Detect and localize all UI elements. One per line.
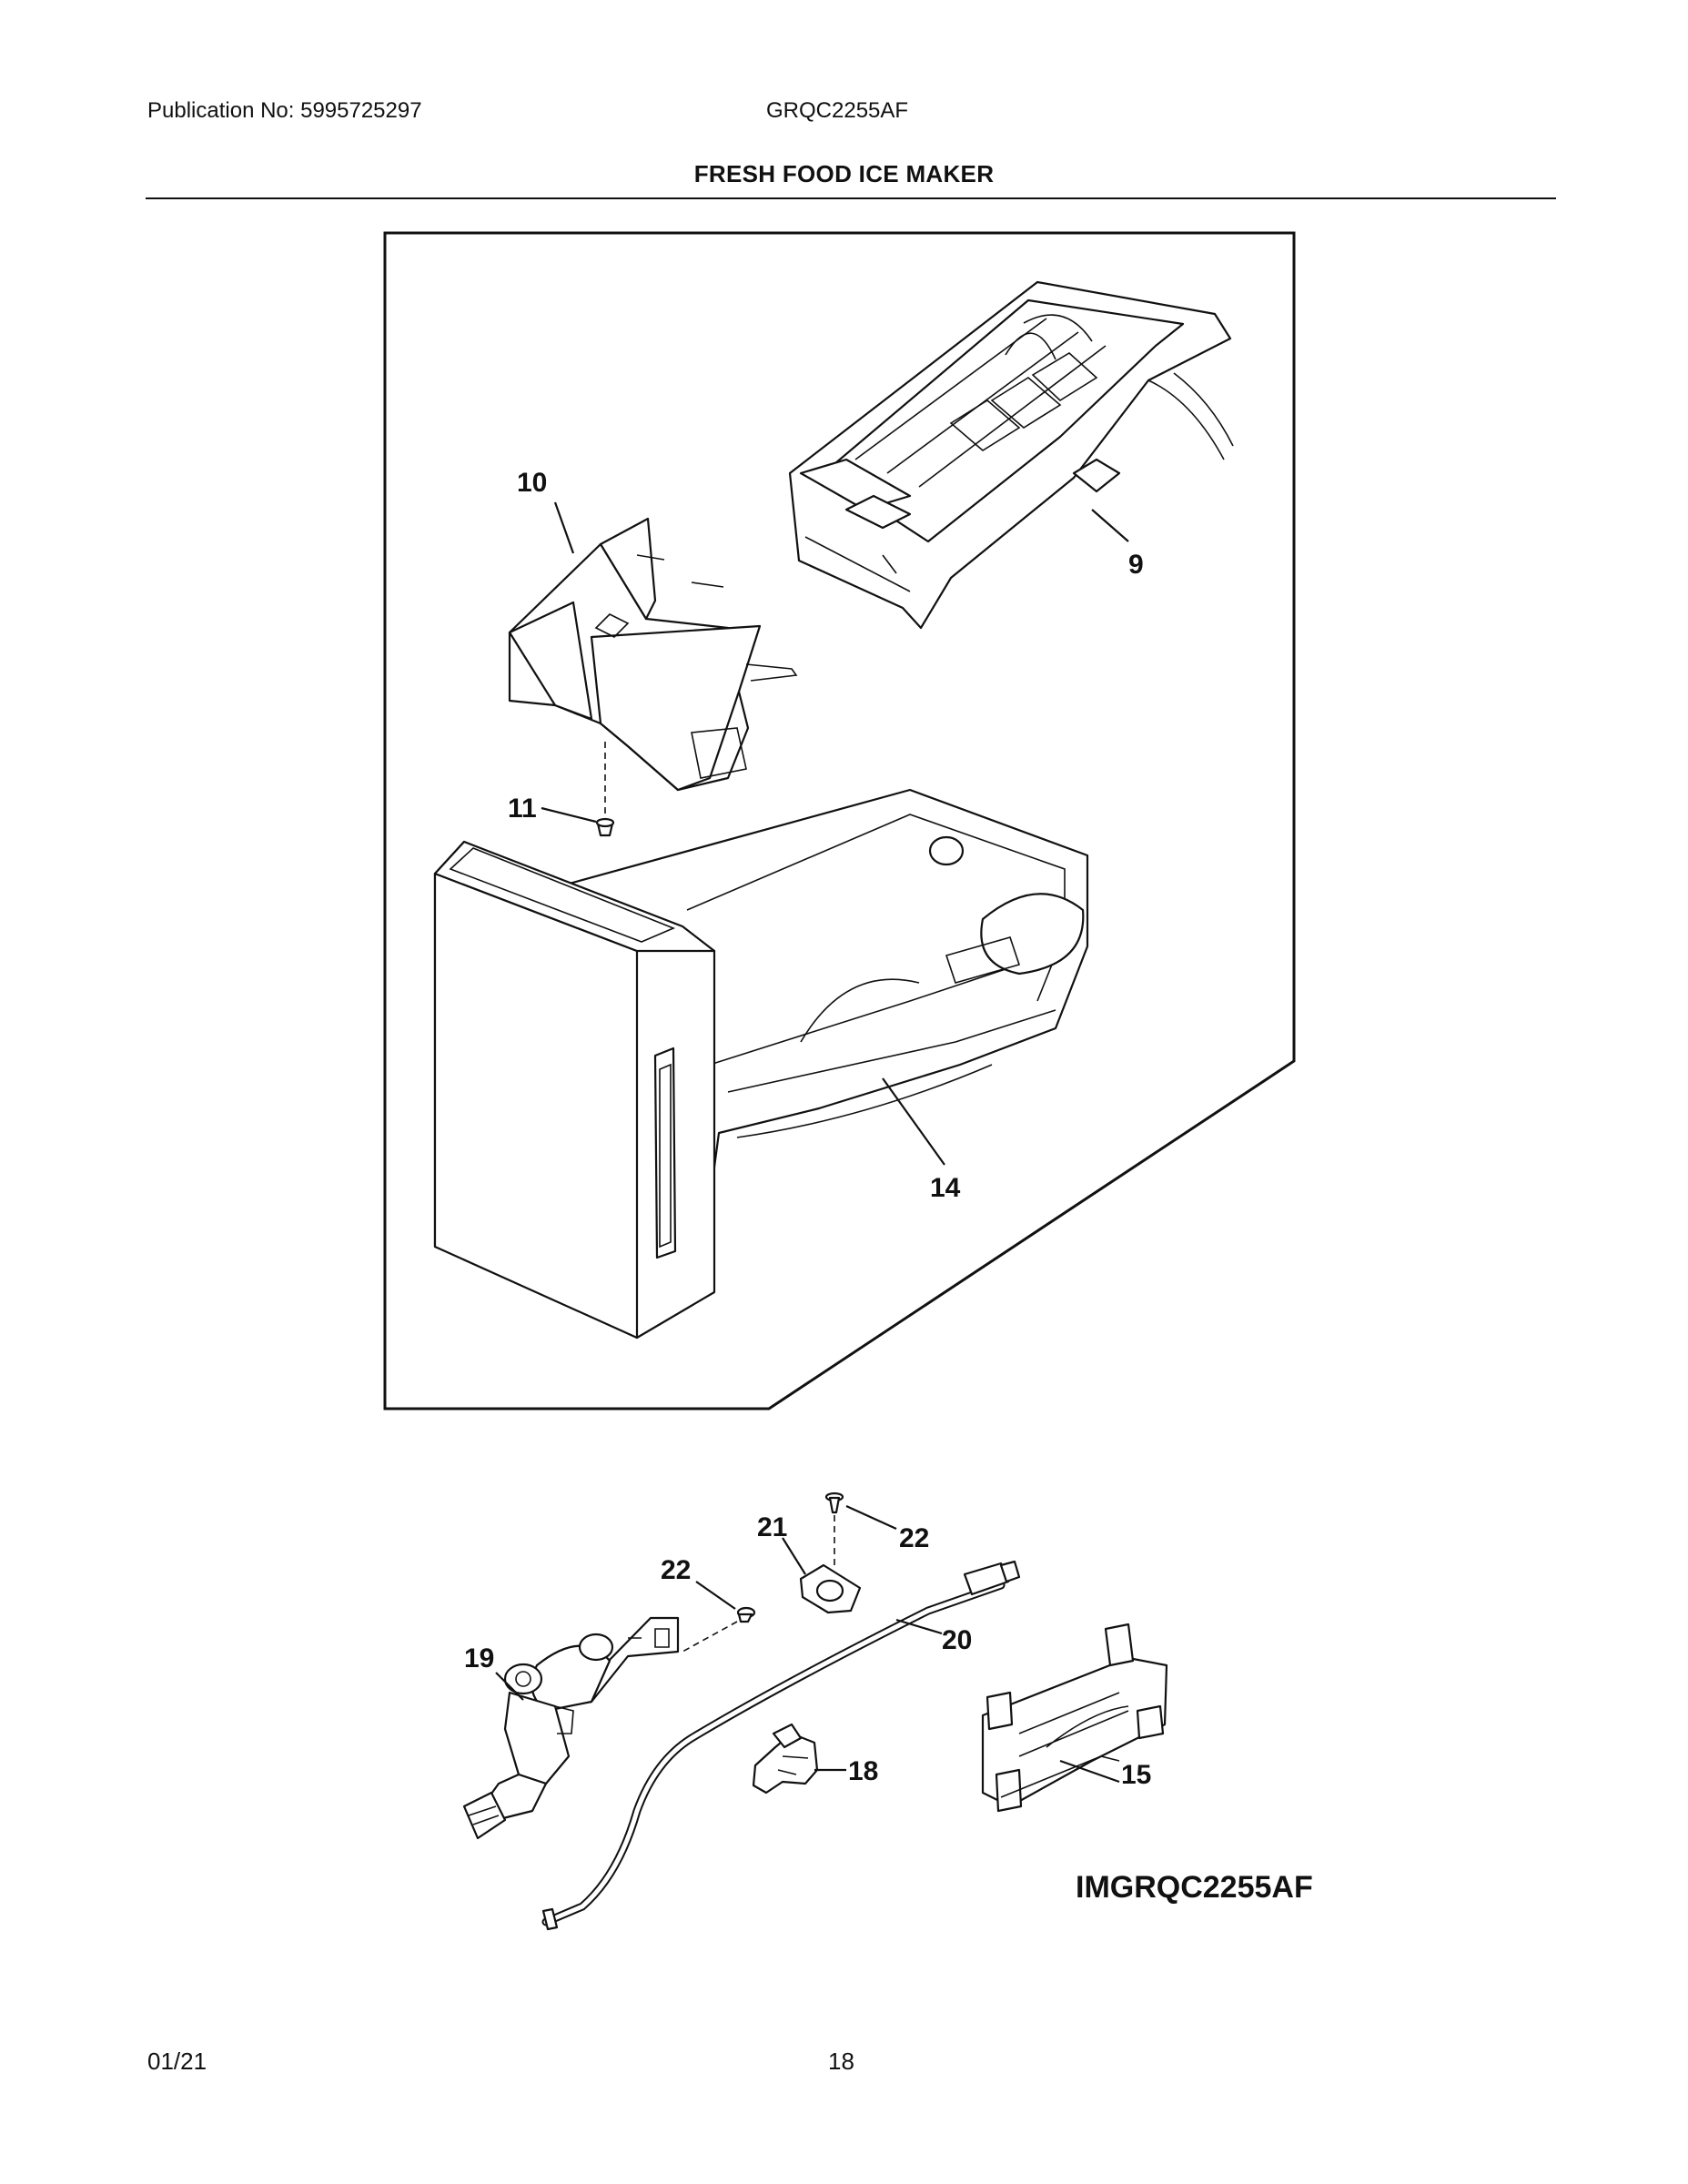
ice-maker-assembly	[788, 280, 1234, 630]
callout-18: 18	[848, 1756, 878, 1786]
leader-14	[882, 1077, 945, 1166]
leader-9	[1091, 509, 1129, 542]
mounting-bracket	[981, 1623, 1168, 1813]
leader-10	[553, 501, 575, 554]
callout-22-upper: 22	[899, 1523, 929, 1553]
diagram-frame	[383, 231, 1296, 1410]
page-number: 18	[828, 2048, 854, 2075]
footer-date: 01/21	[147, 2048, 207, 2075]
model-number: GRQC2255AF	[766, 98, 909, 123]
leader-15	[1059, 1759, 1120, 1784]
leader-22-left	[695, 1581, 736, 1610]
ice-chute	[508, 517, 798, 792]
screw-22-upper	[824, 1491, 844, 1570]
callout-14: 14	[930, 1173, 961, 1203]
screw-11	[595, 742, 615, 837]
callout-9: 9	[1128, 550, 1144, 580]
water-valve	[462, 1616, 680, 1840]
leader-19	[495, 1672, 524, 1701]
callout-11: 11	[508, 794, 537, 824]
leader-11	[541, 806, 597, 824]
section-title: FRESH FOOD ICE MAKER	[693, 160, 995, 187]
image-code: IMGRQC2255AF	[1076, 1870, 1313, 1905]
ice-bucket	[433, 788, 1089, 1340]
callout-15: 15	[1121, 1760, 1151, 1790]
tube-fitting	[752, 1723, 819, 1795]
water-tube	[541, 1560, 1021, 1931]
publication-number: Publication No: 5995725297	[147, 98, 422, 123]
callout-20: 20	[942, 1625, 972, 1655]
screw-22-left	[682, 1606, 756, 1653]
header-rule	[146, 197, 1556, 199]
leader-22-upper	[845, 1504, 897, 1531]
tube-clamp	[799, 1563, 862, 1614]
leader-21	[782, 1537, 806, 1575]
callout-19: 19	[464, 1643, 494, 1673]
callout-10: 10	[517, 468, 547, 498]
leader-20	[895, 1618, 943, 1635]
callout-21: 21	[757, 1512, 787, 1542]
callout-22-left: 22	[661, 1555, 691, 1585]
